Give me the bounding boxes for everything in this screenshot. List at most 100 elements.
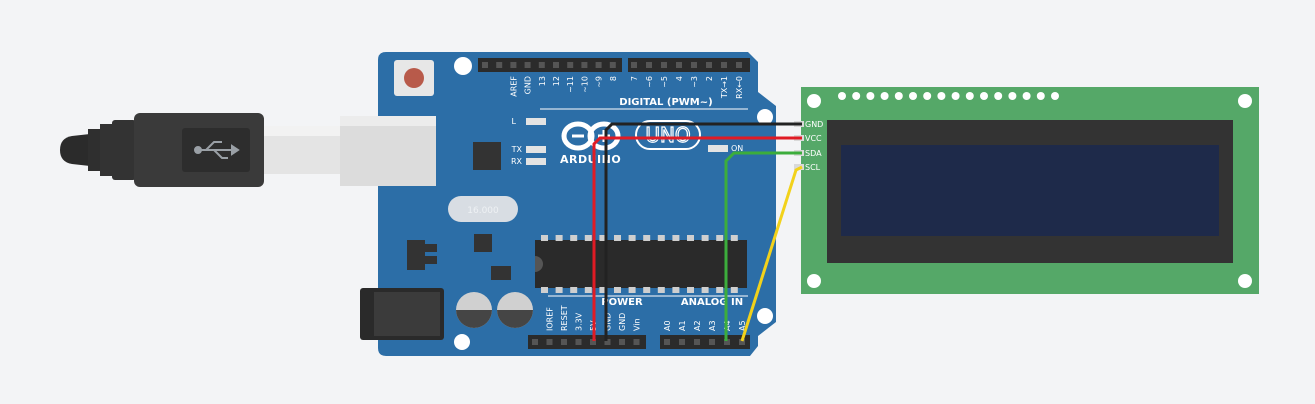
- header-pin[interactable]: [496, 62, 503, 68]
- small-chip: [491, 266, 511, 280]
- lcd-pad: [923, 92, 932, 100]
- lcd-pad: [980, 92, 988, 100]
- header-pin[interactable]: [736, 62, 742, 68]
- header-pin[interactable]: [709, 339, 715, 345]
- chip-pin: [687, 287, 694, 293]
- usb-shell-highlight: [264, 126, 340, 136]
- lcd-top-pads: [838, 92, 1059, 100]
- usb-symbol-icon: [194, 141, 240, 159]
- header-pin[interactable]: [575, 339, 582, 345]
- header-pin[interactable]: [631, 62, 637, 68]
- chip-pin: [687, 235, 694, 241]
- chip-pin: [730, 235, 738, 241]
- chip-pin: [701, 287, 709, 293]
- header-pin[interactable]: [532, 339, 538, 345]
- led-rx: [526, 158, 546, 165]
- lcd-pad: [1051, 92, 1059, 100]
- digital-pin-label: ~5: [660, 76, 669, 88]
- digital-header-label: DIGITAL (PWM~): [619, 97, 712, 108]
- header-pin[interactable]: [553, 62, 559, 68]
- header-pin[interactable]: [661, 62, 667, 68]
- chip-pin: [701, 235, 709, 241]
- lcd-pad: [1008, 92, 1017, 100]
- header-pin[interactable]: [619, 339, 625, 345]
- header-pin[interactable]: [595, 62, 602, 68]
- chip-pin: [672, 287, 680, 293]
- digital-pin-label: 13: [538, 76, 547, 86]
- digital-pin-label: ~6: [645, 76, 654, 88]
- digital-pin-label: 2: [705, 76, 714, 81]
- wire-vcc[interactable]: [592, 136, 802, 341]
- digital-pin-label: 8: [609, 76, 618, 81]
- led-on-label: ON: [731, 144, 743, 153]
- wire-gnd[interactable]: [604, 122, 802, 341]
- header-pin[interactable]: [546, 339, 553, 345]
- header-pin[interactable]: [567, 62, 574, 68]
- lcd-pad: [838, 92, 846, 100]
- usb-cable[interactable]: [60, 113, 340, 187]
- board-name: UNO: [645, 123, 690, 147]
- lcd-pad: [909, 92, 917, 100]
- digital-pin-label: 7: [630, 76, 639, 81]
- header-pin[interactable]: [561, 339, 567, 345]
- usb-cable-end: [60, 134, 90, 166]
- digital-pin-label: ~9: [595, 76, 604, 88]
- header-pin[interactable]: [706, 62, 712, 68]
- digital-pin-label: AREF: [509, 76, 518, 97]
- header-strip: [528, 335, 646, 349]
- header-pin[interactable]: [694, 339, 700, 345]
- header-pin[interactable]: [664, 339, 670, 345]
- header-pin[interactable]: [721, 62, 727, 68]
- lcd-pad: [951, 92, 960, 100]
- chip-pins-top: [541, 235, 738, 241]
- reset-button[interactable]: [404, 68, 424, 88]
- header-pin[interactable]: [676, 62, 682, 68]
- dc-jack-inner: [374, 292, 440, 336]
- header-pin[interactable]: [691, 62, 697, 68]
- power-pin-label: GND: [604, 313, 613, 331]
- header-pin[interactable]: [482, 62, 488, 68]
- lcd-pin-label: SCL: [805, 163, 821, 172]
- wire-sda[interactable]: [724, 151, 802, 341]
- usb-strain-relief-3: [112, 120, 136, 180]
- analog-header-label: ANALOG IN: [681, 297, 743, 308]
- led-l-label: L: [512, 117, 517, 126]
- led-on: [708, 145, 728, 152]
- header-pin[interactable]: [646, 62, 652, 68]
- arduino-board[interactable]: 16.000 L TX RX ON ARDUINO UNO DIGITAL (P…: [340, 52, 776, 356]
- header-pin[interactable]: [590, 339, 596, 345]
- chip-pin: [716, 235, 724, 241]
- header-pin[interactable]: [524, 62, 531, 68]
- chip-pin: [643, 287, 651, 293]
- header-pin[interactable]: [679, 339, 685, 345]
- header-pin[interactable]: [633, 339, 640, 345]
- header-pin[interactable]: [609, 62, 616, 68]
- chip-pin: [541, 235, 548, 241]
- header-pin[interactable]: [604, 339, 611, 345]
- header-pin[interactable]: [739, 339, 745, 345]
- lcd-pad: [937, 92, 946, 100]
- led-tx: [526, 146, 546, 153]
- brand-label: ARDUINO: [560, 153, 621, 166]
- lcd-screen: [841, 145, 1219, 236]
- power-header-label: POWER: [601, 297, 643, 308]
- capacitor-2: [497, 292, 533, 328]
- chip-pin: [716, 287, 724, 293]
- header-pin[interactable]: [510, 62, 517, 68]
- digital-pin-label: ~3: [690, 76, 699, 88]
- analog-pin-label: A1: [678, 320, 687, 331]
- chip-pin: [555, 235, 563, 241]
- lcd-pad: [994, 92, 1003, 100]
- header-pin[interactable]: [724, 339, 730, 345]
- mounting-hole: [454, 334, 470, 350]
- led-tx-label: TX: [511, 145, 523, 154]
- digital-pin-label: 4: [675, 76, 684, 81]
- header-pin[interactable]: [581, 62, 588, 68]
- digital-pin-label: GND: [524, 76, 533, 94]
- header-pin[interactable]: [538, 62, 545, 68]
- uno-badge: [635, 120, 701, 150]
- wire-scl[interactable]: [740, 165, 803, 342]
- mounting-hole: [757, 308, 773, 324]
- atmega-microcontroller: [535, 240, 747, 288]
